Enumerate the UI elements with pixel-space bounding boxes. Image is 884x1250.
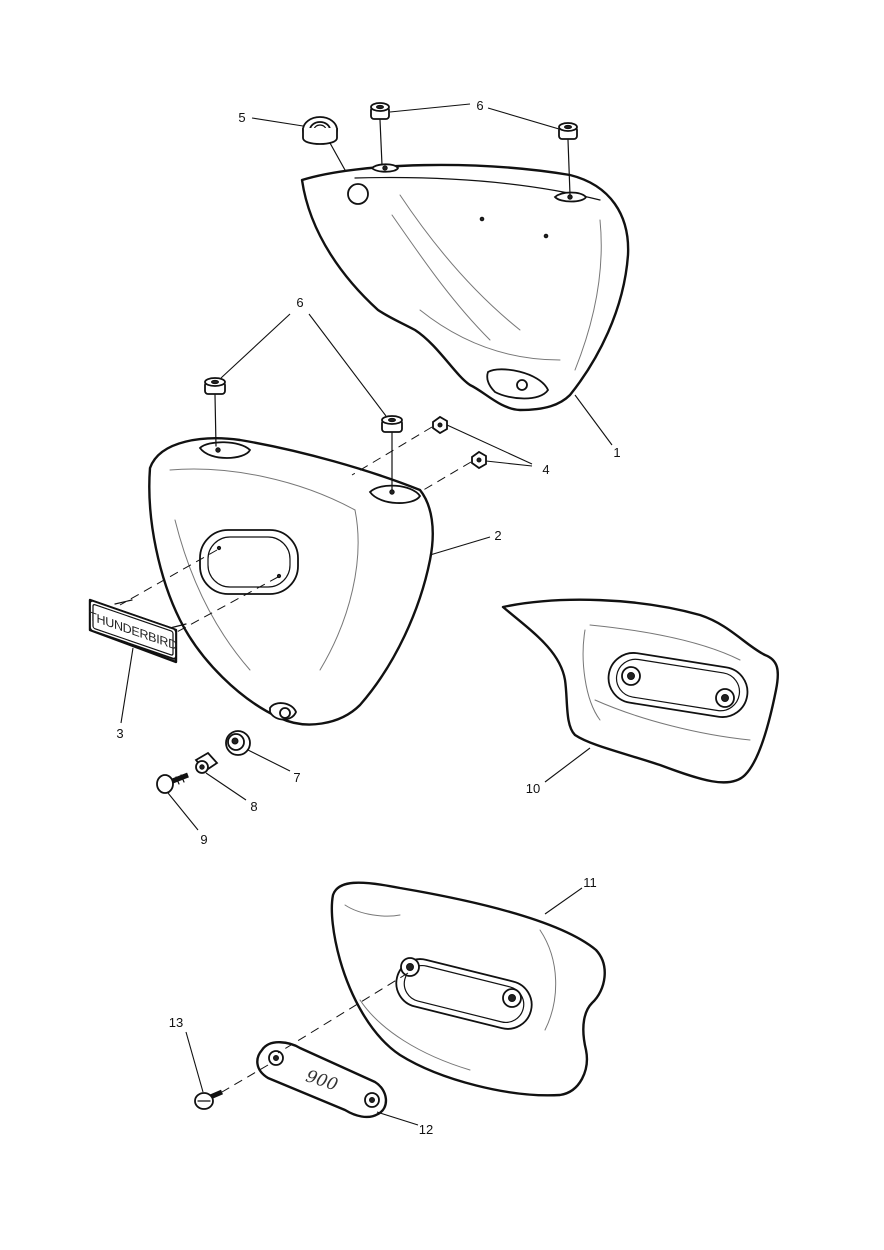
- callout-6-middle: 6: [296, 295, 303, 310]
- right-side-panel: [501, 598, 779, 784]
- grommet-6-mid-right: [381, 415, 403, 433]
- 900-plate: 900: [256, 1041, 388, 1119]
- callout-11: 11: [583, 875, 597, 890]
- nut-4-upper: [432, 415, 448, 435]
- upper-side-panel: [300, 163, 630, 412]
- thunderbird-badge: THUNDERBIRD: [88, 598, 187, 664]
- bolt-13: [194, 1089, 223, 1110]
- spacer-8: [194, 751, 219, 774]
- leader-lines: [120, 103, 613, 1126]
- callout-4: 4: [542, 462, 549, 477]
- callout-6-top: 6: [476, 98, 483, 113]
- callout-10: 10: [526, 781, 540, 796]
- callout-8: 8: [250, 799, 257, 814]
- callout-labels: 1 2 3 4 5 6 6 7 8 9 10 11 12 13: [116, 98, 620, 1137]
- bolt-9: [156, 772, 189, 794]
- lower-side-panel: [148, 437, 434, 726]
- callout-1: 1: [613, 445, 620, 460]
- grommet-6-top-left: [370, 102, 390, 120]
- assembly-lines: [119, 119, 571, 1093]
- grommet-6-top-right: [558, 122, 578, 140]
- callout-13: 13: [169, 1015, 183, 1030]
- callout-2: 2: [494, 528, 501, 543]
- callout-9: 9: [200, 832, 207, 847]
- grommet-5: [302, 116, 338, 145]
- grommet-6-mid-left: [204, 377, 226, 395]
- grommet-7: [225, 730, 251, 756]
- nut-4-lower: [471, 450, 487, 470]
- callout-3: 3: [116, 726, 123, 741]
- side-panel-900: [330, 881, 606, 1097]
- callout-7: 7: [293, 770, 300, 785]
- callout-5: 5: [238, 110, 245, 125]
- callout-12: 12: [419, 1122, 433, 1137]
